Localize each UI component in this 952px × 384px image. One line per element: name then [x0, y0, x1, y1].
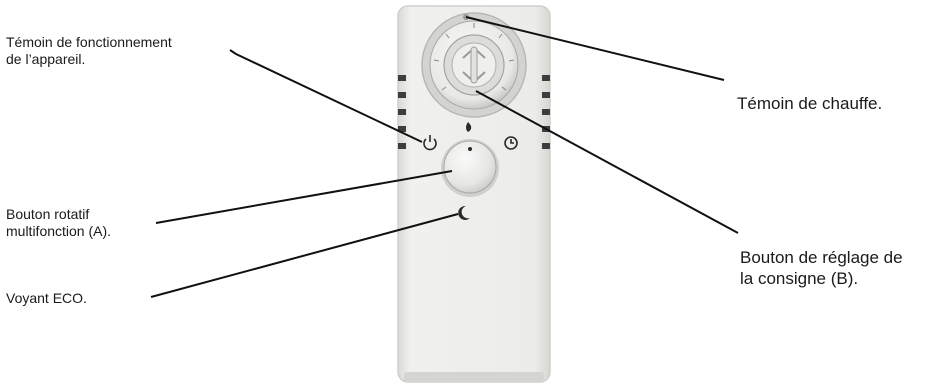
- label-temoin-fonctionnement-line2: de l’appareil.: [6, 51, 86, 67]
- dial-scale-ticks: [433, 23, 515, 91]
- label-voyant-eco-line1: Voyant ECO.: [6, 290, 87, 306]
- power-icon: [423, 135, 437, 151]
- leader-bouton-rotatif: [155, 170, 453, 224]
- moon-eco-icon: [458, 205, 470, 220]
- knob-position-dot: [468, 147, 472, 151]
- label-temoin-fonctionnement: Témoin de fonctionnement de l’appareil.: [6, 34, 172, 68]
- label-bouton-reglage: Bouton de réglage de la consigne (B).: [740, 247, 903, 289]
- label-bouton-rotatif-line2: multifonction (A).: [6, 223, 112, 239]
- label-temoin-chauffe: Témoin de chauffe.: [737, 93, 882, 114]
- label-voyant-eco: Voyant ECO.: [6, 290, 87, 307]
- flame-icon: [466, 122, 472, 132]
- label-temoin-fonctionnement-line1: Témoin de fonctionnement: [6, 34, 172, 50]
- leader-voyant-eco: [150, 213, 459, 298]
- leader-bouton-reglage: [475, 90, 739, 234]
- label-temoin-chauffe-line1: Témoin de chauffe.: [737, 94, 883, 113]
- label-bouton-reglage-line1: Bouton de réglage de: [740, 248, 903, 267]
- label-bouton-reglage-line2: la consigne (B).: [740, 269, 859, 288]
- clock-icon: [504, 136, 518, 150]
- rotary-knob-a[interactable]: [441, 139, 499, 197]
- label-bouton-rotatif-line1: Bouton rotatif: [6, 206, 90, 222]
- setpoint-dial-b[interactable]: [421, 12, 527, 118]
- label-bouton-rotatif: Bouton rotatif multifonction (A).: [6, 206, 111, 240]
- leader-lines: [150, 16, 739, 298]
- leader-temoin-chauffe: [465, 16, 725, 81]
- vents-left: [398, 75, 406, 149]
- leader-temoin-fonctionnement: [229, 49, 423, 143]
